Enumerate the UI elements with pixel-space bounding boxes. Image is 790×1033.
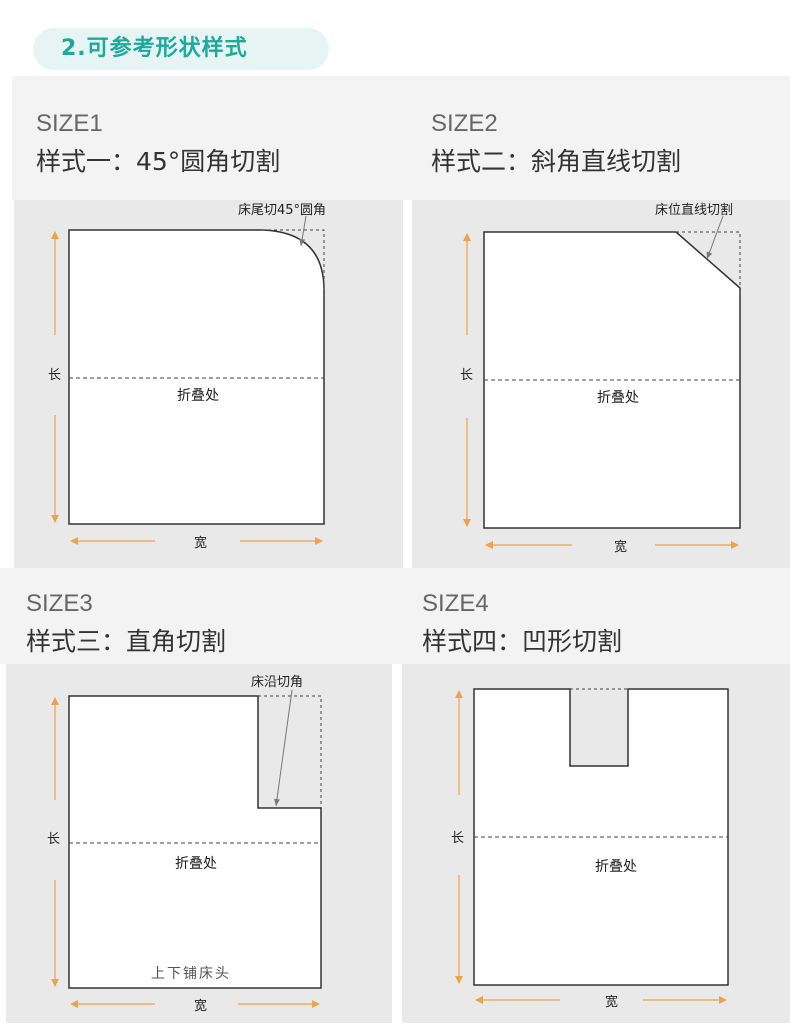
style1-code: SIZE1 bbox=[36, 110, 103, 137]
style2-pointer bbox=[706, 215, 724, 260]
style4-title: 样式四：凹形切割 bbox=[422, 627, 623, 656]
style3-width-label: 宽 bbox=[194, 998, 207, 1014]
middle-band bbox=[0, 568, 790, 664]
style2-code: SIZE2 bbox=[431, 110, 498, 137]
style1-pointer bbox=[299, 215, 307, 247]
style1-diagram: 长 宽 折叠处 床尾切45°圆角 bbox=[48, 203, 326, 551]
style2-diagram: 长 宽 折叠处 床位直线切割 bbox=[460, 202, 741, 555]
style3-annotation: 床沿切角 bbox=[251, 675, 303, 690]
style1-title: 样式一：45°圆角切割 bbox=[36, 147, 281, 176]
style3-title: 样式三：直角切割 bbox=[26, 627, 227, 656]
style3-length-label: 长 bbox=[47, 832, 60, 847]
style1-annotation: 床尾切45°圆角 bbox=[238, 203, 326, 218]
style3-code: SIZE3 bbox=[26, 590, 93, 617]
style2-title: 样式二：斜角直线切割 bbox=[431, 147, 682, 176]
style3-bottom-label: 上下铺床头 bbox=[151, 966, 231, 982]
style2-length-label: 长 bbox=[460, 368, 473, 383]
style1-outline bbox=[68, 229, 325, 525]
style3-diagram: 长 宽 折叠处 床沿切角 上下铺床头 bbox=[47, 675, 322, 1014]
style3-pointer bbox=[273, 689, 293, 807]
top-band bbox=[12, 76, 790, 200]
style3-outline bbox=[68, 695, 322, 989]
style4-width-label: 宽 bbox=[605, 994, 618, 1010]
style1-fold-label: 折叠处 bbox=[177, 388, 219, 404]
style4-diagram: 长 宽 折叠处 bbox=[451, 688, 729, 1010]
style4-code: SIZE4 bbox=[422, 590, 489, 617]
style1-width-label: 宽 bbox=[194, 535, 207, 551]
style1-cut-dashes bbox=[262, 229, 325, 290]
style1-length-label: 长 bbox=[48, 368, 61, 383]
style3-fold-label: 折叠处 bbox=[175, 856, 217, 872]
section-title: 2.可参考形状样式 bbox=[33, 28, 329, 70]
style2-annotation: 床位直线切割 bbox=[655, 202, 733, 218]
style4-length-label: 长 bbox=[451, 831, 464, 846]
style4-fold-label: 折叠处 bbox=[595, 859, 637, 875]
style3-cut-dashes bbox=[258, 695, 322, 808]
style2-fold-label: 折叠处 bbox=[597, 390, 639, 406]
style2-width-label: 宽 bbox=[614, 539, 627, 555]
